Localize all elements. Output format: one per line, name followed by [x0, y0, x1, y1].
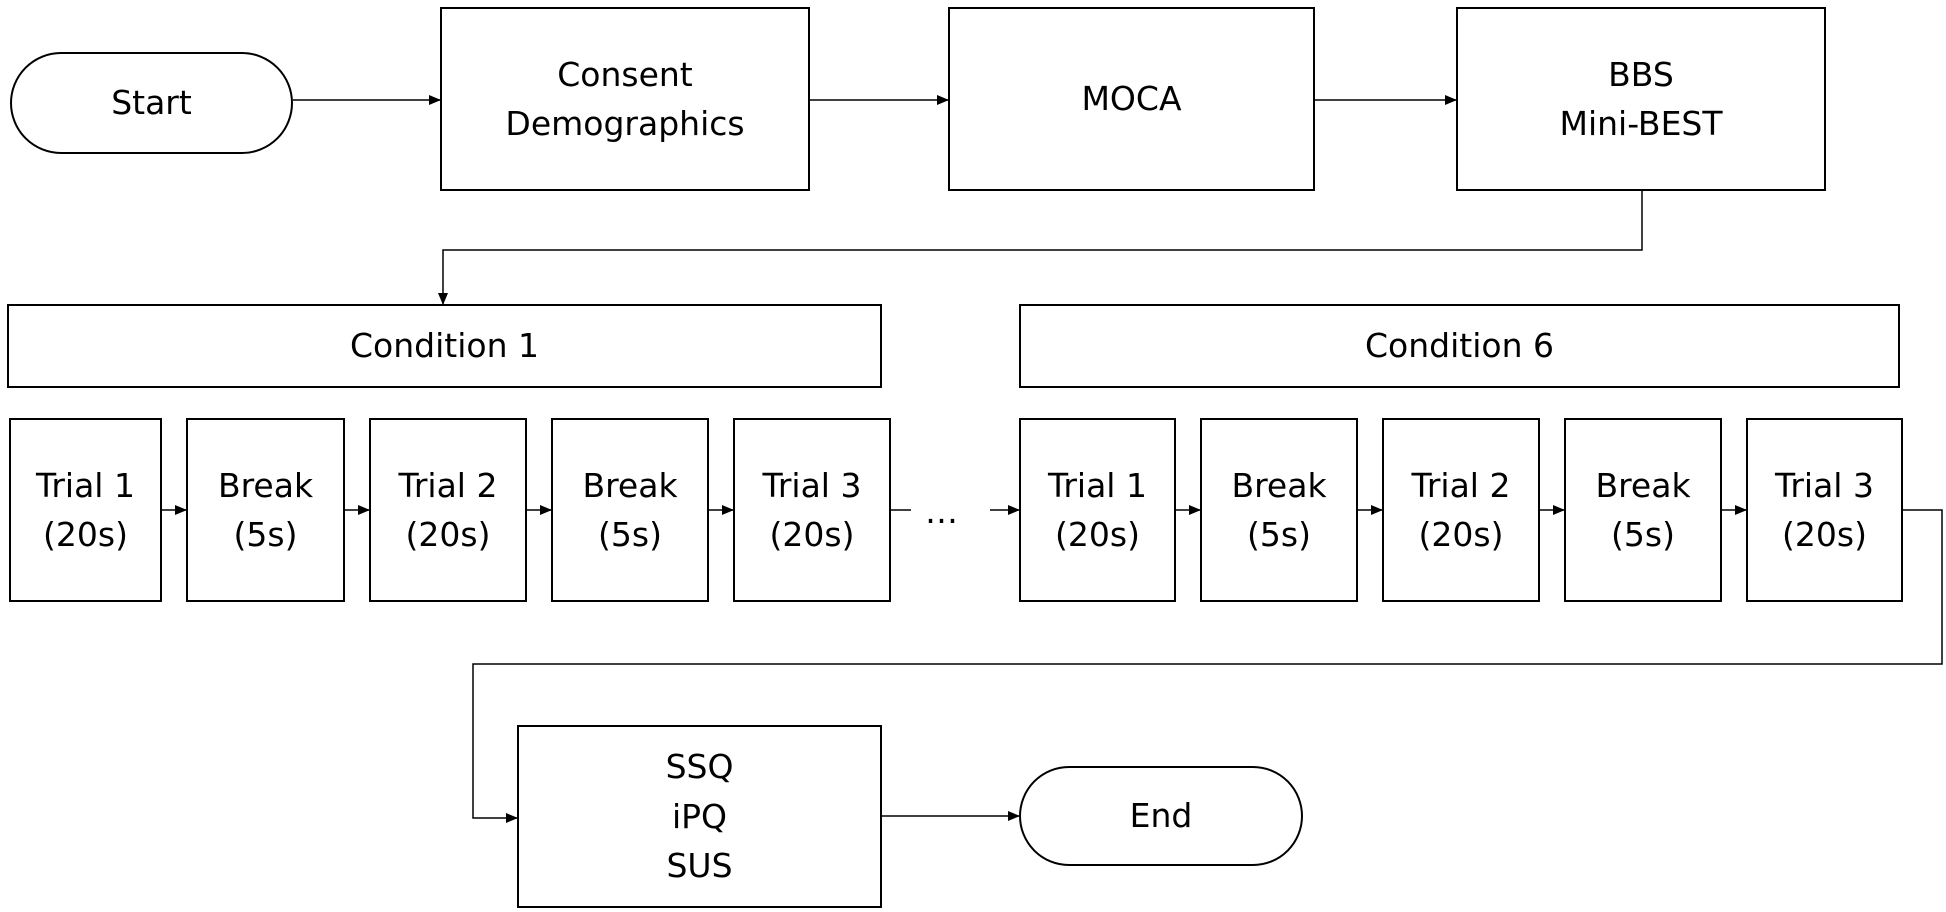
duration-label: (20s)	[1418, 515, 1504, 554]
consent-label: Consent	[557, 54, 693, 94]
moca-box: MOCA	[948, 7, 1315, 191]
trial-label: Trial 3	[762, 465, 862, 505]
trial-label: Trial 1	[1048, 465, 1147, 505]
trial-label: Trial 3	[1775, 465, 1874, 505]
end-terminal: End	[1019, 766, 1303, 866]
end-label: End	[1129, 796, 1193, 836]
c6-break-2-box: Break (5s)	[1564, 418, 1722, 602]
c1-trial-2-box: Trial 2 (20s)	[369, 418, 527, 602]
duration-label: (20s)	[1782, 515, 1867, 554]
condition-1-header: Condition 1	[7, 304, 882, 388]
minibest-label: Mini-BEST	[1559, 104, 1723, 143]
conditions-ellipsis: …	[925, 492, 958, 531]
break-label: Break	[217, 465, 314, 505]
trial-label: Trial 1	[36, 465, 135, 505]
duration-label: (20s)	[769, 515, 855, 554]
ssq-label: SSQ	[665, 747, 734, 787]
c1-break-1-box: Break (5s)	[186, 418, 345, 602]
demographics-label: Demographics	[505, 104, 745, 143]
ipq-label: iPQ	[671, 796, 728, 836]
c6-trial-2-box: Trial 2 (20s)	[1382, 418, 1540, 602]
sus-label: SUS	[666, 846, 733, 886]
condition-1-label: Condition 1	[350, 326, 539, 366]
c6-trial-1-box: Trial 1 (20s)	[1019, 418, 1176, 602]
trial-label: Trial 2	[1411, 465, 1511, 505]
c6-break-1-box: Break (5s)	[1200, 418, 1358, 602]
bbs-minibest-box: BBS Mini-BEST	[1456, 7, 1826, 191]
bbs-label: BBS	[1608, 54, 1674, 94]
c1-break-2-box: Break (5s)	[551, 418, 709, 602]
c6-trial-3-box: Trial 3 (20s)	[1746, 418, 1903, 602]
trial-label: Trial 2	[398, 465, 498, 505]
questionnaires-box: SSQ iPQ SUS	[517, 725, 882, 908]
moca-label: MOCA	[1081, 79, 1182, 119]
consent-demographics-box: Consent Demographics	[440, 7, 810, 191]
arrow-c6-trial3-to-questionnaires	[472, 509, 1943, 823]
arrow-bbs-to-condition1	[438, 191, 1643, 305]
condition-6-header: Condition 6	[1019, 304, 1900, 388]
c1-trial-1-box: Trial 1 (20s)	[9, 418, 162, 602]
c1-trial-3-box: Trial 3 (20s)	[733, 418, 891, 602]
break-label: Break	[1231, 465, 1327, 505]
duration-label: (5s)	[1611, 515, 1675, 554]
condition-6-label: Condition 6	[1365, 326, 1554, 366]
break-label: Break	[582, 465, 678, 505]
duration-label: (20s)	[405, 515, 491, 554]
duration-label: (5s)	[233, 515, 298, 554]
start-label: Start	[111, 83, 192, 123]
duration-label: (20s)	[1055, 515, 1140, 554]
start-terminal: Start	[10, 52, 293, 154]
duration-label: (5s)	[1247, 515, 1311, 554]
break-label: Break	[1595, 465, 1691, 505]
duration-label: (20s)	[43, 515, 128, 554]
duration-label: (5s)	[598, 515, 662, 554]
